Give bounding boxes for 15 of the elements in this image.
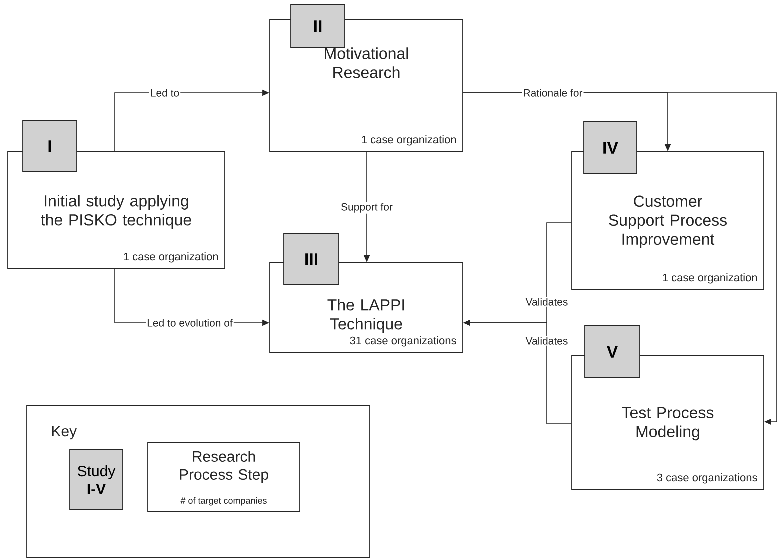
study-tag: V [584,326,640,378]
edge-label: Support for [340,202,394,214]
process-box: Research Process Step # of target companies [148,442,300,512]
edge-label: Validates [524,336,570,346]
study-tag: Study I-V [70,450,124,510]
arrow [463,92,778,426]
study-tag: IV [584,122,638,174]
edge-label: Rationale for [522,88,584,98]
edge-label: Led to [149,88,181,98]
study-tag: I [22,120,78,172]
edge-label: Validates [524,297,570,307]
study-tag: II [290,4,346,48]
study-tag: III [284,234,340,286]
process-box: Initial study applying the PISKO technique 1 case organization [8,152,226,270]
edge-label: Led to evolution of [146,318,234,328]
